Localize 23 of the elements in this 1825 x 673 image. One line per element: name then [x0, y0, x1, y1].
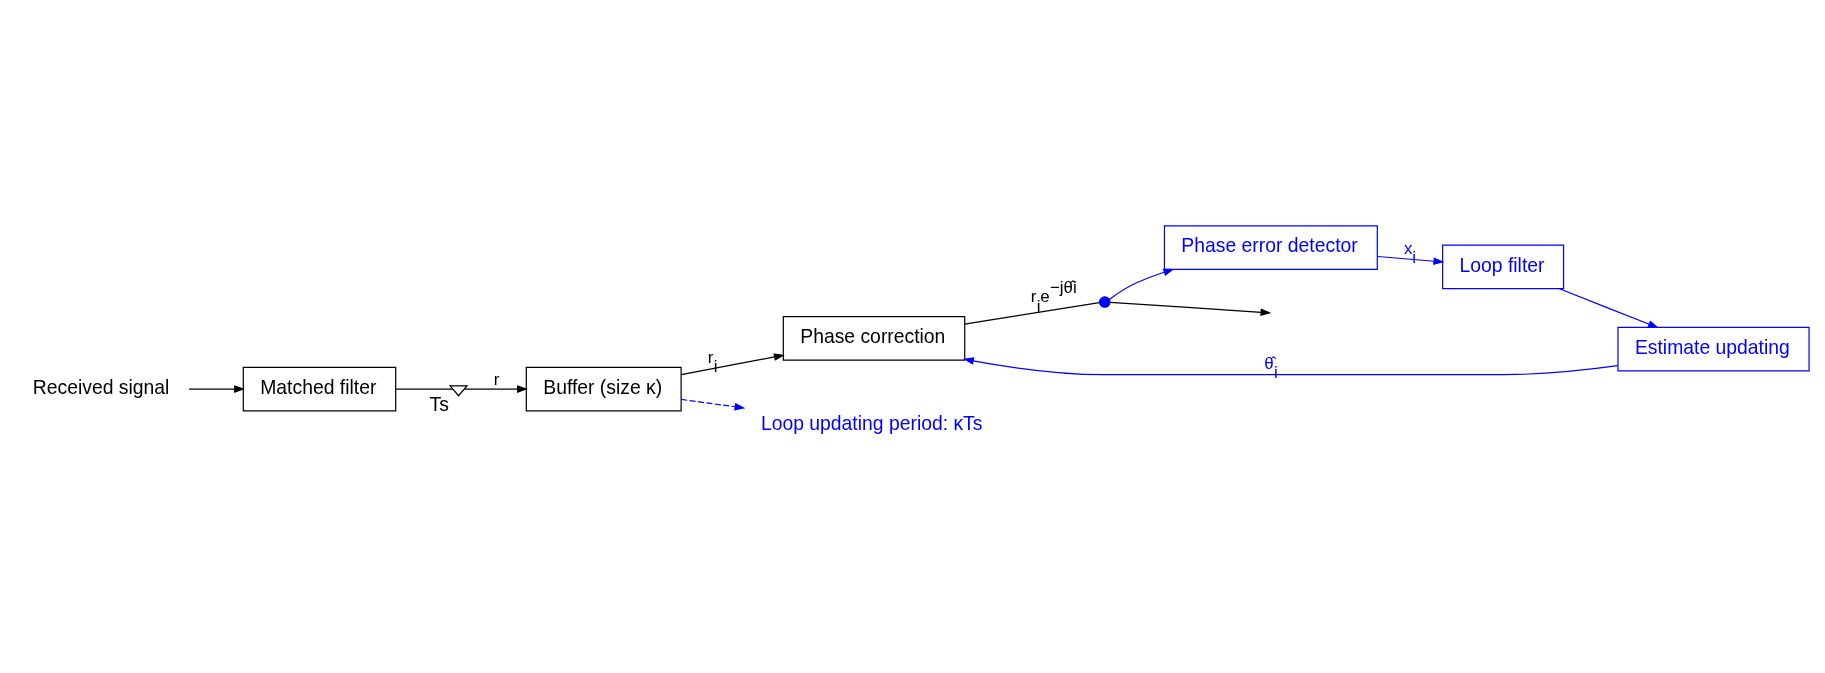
arrow	[1108, 268, 1175, 300]
node-box: Matched filter	[242, 366, 397, 412]
arrow	[680, 398, 746, 411]
node-text: Received signal	[32, 375, 170, 398]
arrow	[1109, 301, 1272, 317]
arrow	[188, 385, 245, 393]
node-text: Loop updating period: κTs	[760, 411, 983, 434]
arrow	[680, 353, 785, 376]
arrow	[1376, 255, 1445, 265]
node-box: Phase error detector	[1163, 225, 1378, 270]
edge-label: r	[493, 369, 500, 389]
arrow	[962, 357, 1619, 376]
node-box: Buffer (size κ)	[525, 366, 682, 412]
arrow	[463, 385, 528, 393]
node-switch	[448, 385, 469, 397]
node-box: Loop filter	[1442, 244, 1565, 290]
node-circle	[1098, 296, 1111, 308]
connector	[395, 388, 454, 390]
connector	[964, 302, 1100, 325]
node-box: Phase correction	[782, 315, 966, 361]
arrow	[1558, 288, 1659, 329]
node-label: Ts	[429, 393, 449, 416]
node-box: Estimate updating	[1617, 326, 1810, 372]
